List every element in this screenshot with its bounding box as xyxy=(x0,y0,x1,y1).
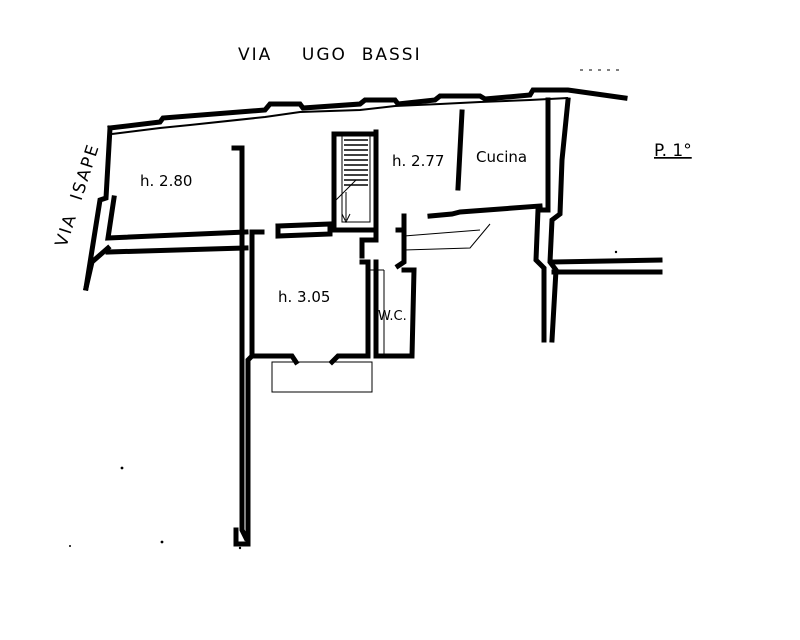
north-facade-wall xyxy=(107,87,628,135)
room-label-kitchen: Cucina xyxy=(476,148,527,166)
east-extension-walls xyxy=(551,257,663,275)
wc-walls xyxy=(370,259,417,359)
room-label-west: h. 2.80 xyxy=(140,172,192,190)
partition-wall xyxy=(275,221,333,239)
central-long-wall xyxy=(231,145,255,547)
room-label-center: h. 3.05 xyxy=(278,288,330,306)
west-room-south-wall xyxy=(83,244,249,291)
kitchen-west-wall xyxy=(455,109,465,191)
scan-specks xyxy=(69,69,620,550)
center-room-walls xyxy=(249,229,373,393)
kitchen-east-wall xyxy=(533,97,571,343)
street-label-ugo-bassi: VIA UGO BASSI xyxy=(238,45,422,65)
west-facade-wall xyxy=(83,125,249,291)
floor-label: P. 1° xyxy=(654,141,692,161)
staircase xyxy=(331,131,379,233)
stair-corridor-walls xyxy=(359,129,543,270)
room-label-north: h. 2.77 xyxy=(392,152,444,170)
room-label-wc: W.C. xyxy=(378,309,407,324)
